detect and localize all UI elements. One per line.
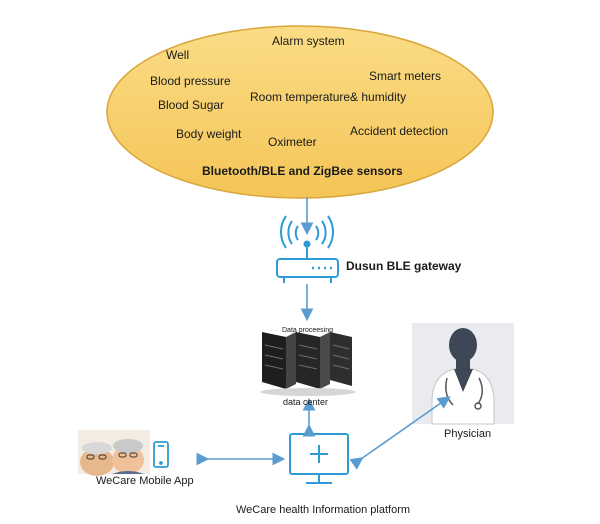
- sensor-alarm-system: Alarm system: [272, 34, 345, 48]
- sensor-room-temperature: Room temperature& humidity: [250, 90, 407, 104]
- server-racks-icon: [260, 332, 356, 396]
- sensor-blood-pressure: Blood pressure: [150, 74, 231, 88]
- data-processing-label: Data proceesing: [282, 327, 333, 334]
- sensor-oximeter: Oximeter: [268, 135, 317, 149]
- data-center-label: data center: [283, 397, 329, 407]
- sensor-body-weight: Body weight: [176, 127, 242, 141]
- sensors-cloud: [106, 25, 494, 199]
- sensor-smart-meters: Smart meters: [369, 69, 442, 83]
- mobile-app-label: WeCare Mobile App: [96, 475, 194, 487]
- sensor-accident-detection: Accident detection: [350, 124, 449, 138]
- sensors-caption: Bluetooth/BLE and ZigBee sensors: [202, 164, 403, 178]
- arrow-physician-platform: [349, 396, 451, 470]
- gateway-label: Dusun BLE gateway: [346, 259, 462, 273]
- router-icon: [276, 215, 339, 283]
- smartphone-icon: [153, 441, 169, 468]
- physician-label: Physician: [444, 428, 492, 440]
- elderly-users-icon: [78, 430, 150, 476]
- platform-label: WeCare health Information platform: [236, 504, 411, 516]
- monitor-icon: [289, 433, 349, 484]
- sensor-blood-sugar: Blood Sugar: [158, 98, 225, 112]
- sensor-well: Well: [166, 48, 190, 62]
- physician-icon: [412, 323, 514, 425]
